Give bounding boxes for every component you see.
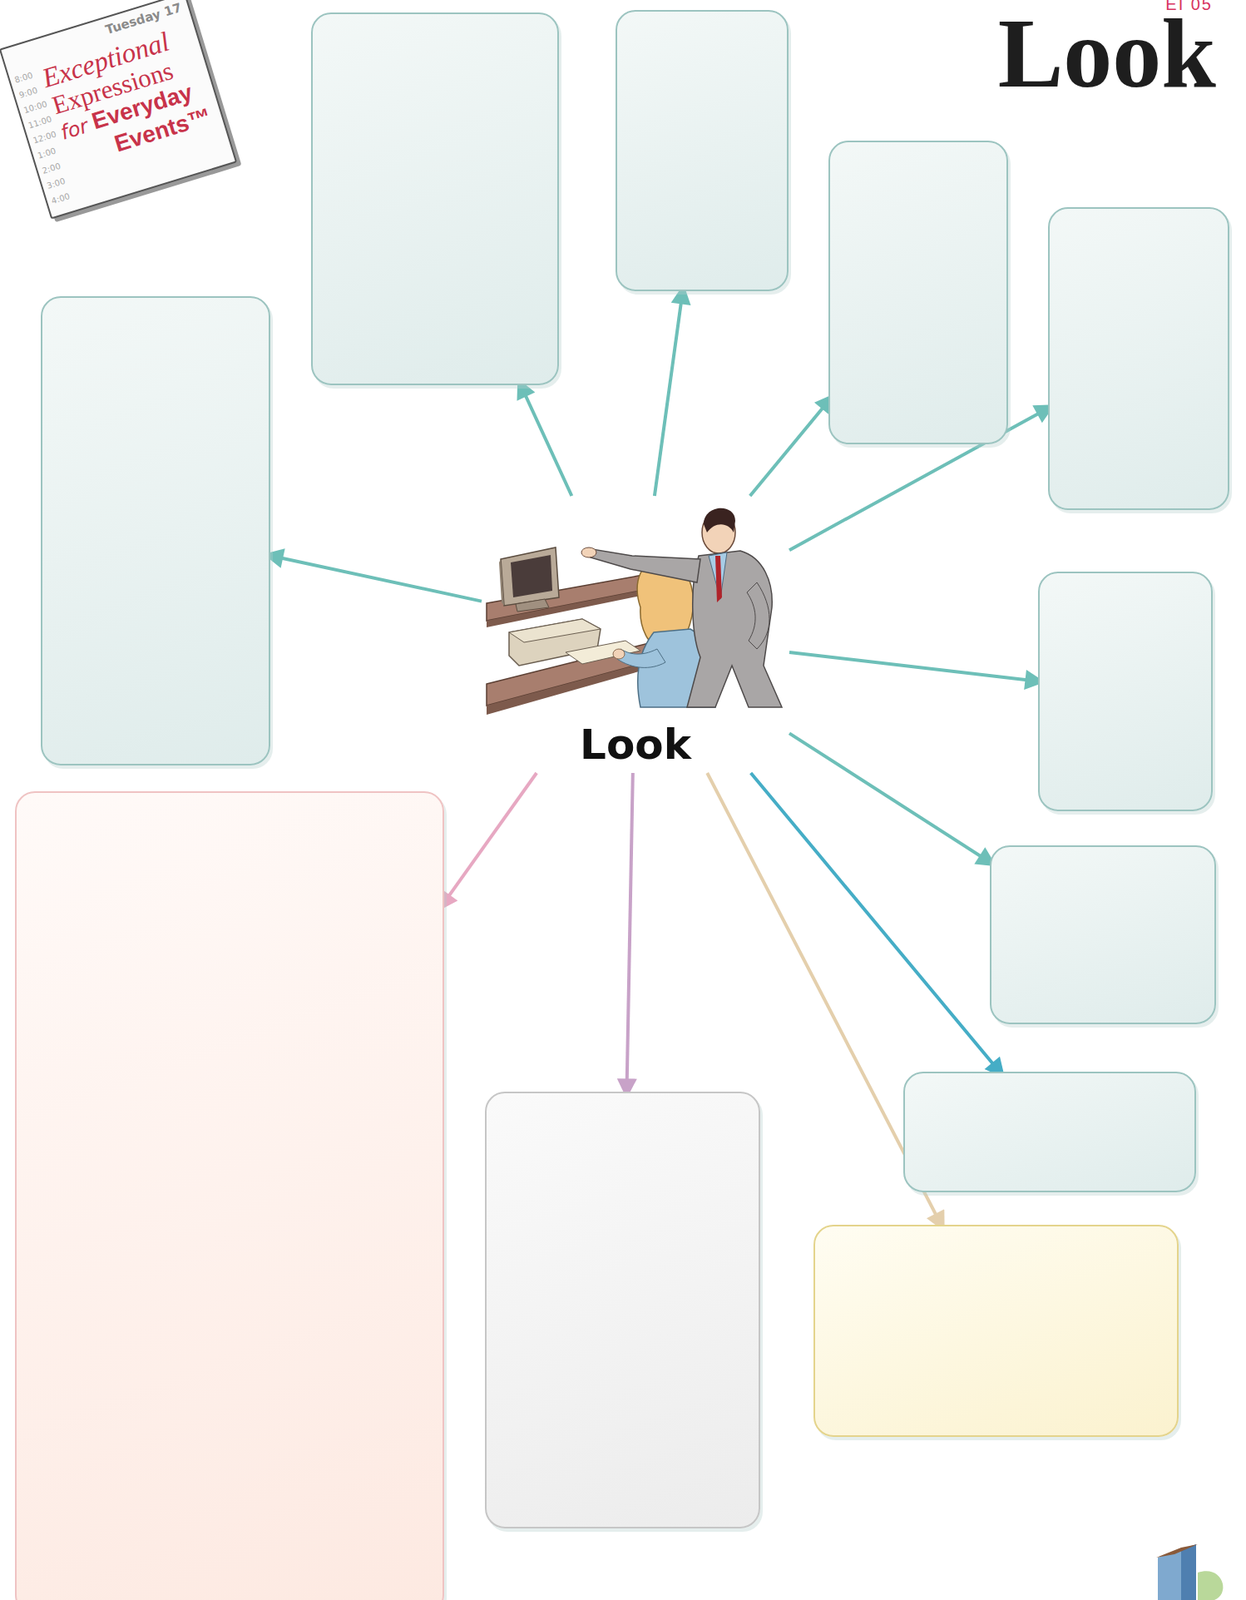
arrow-connector (518, 380, 572, 496)
logo-text: 12:00 (31, 129, 58, 146)
center-picture-node: Look (484, 499, 787, 770)
answer-box (1048, 207, 1230, 510)
answer-box (903, 1071, 1197, 1192)
answer-box (828, 140, 1009, 445)
arrow-connector (789, 732, 995, 866)
logo-text: 9:00 (18, 85, 40, 100)
arrow-connector (750, 395, 834, 496)
arrow-connector (626, 772, 633, 1097)
answer-box (484, 1091, 761, 1528)
answer-box (40, 296, 271, 766)
answer-box (989, 845, 1217, 1024)
node-label: Look (579, 719, 692, 770)
arrow-connector (789, 652, 1044, 682)
answer-box (1038, 571, 1213, 811)
logo-text: 4:00 (49, 191, 71, 206)
arrow-connector (751, 772, 1004, 1077)
logo-text: 1:00 (36, 146, 58, 161)
page-title: Look (998, 0, 1217, 109)
answer-box (615, 9, 789, 292)
arrow-connector (439, 772, 537, 910)
calendar-page: Tuesday 178:009:0010:0011:0012:001:002:0… (0, 0, 238, 220)
answer-box (311, 12, 559, 386)
logo-text: 3:00 (45, 176, 67, 191)
logo-text: 10:00 (22, 98, 49, 115)
logo-text: 8:00 (13, 70, 35, 85)
arrow-connector (654, 286, 684, 496)
arrow-connector (265, 553, 482, 601)
logo-text: 2:00 (40, 161, 62, 176)
logo-text: 11:00 (27, 113, 54, 130)
sheet-code: EI 05 (1165, 0, 1213, 14)
answer-box (14, 791, 445, 1600)
logo-text: for (58, 114, 91, 144)
answer-box (813, 1224, 1179, 1437)
